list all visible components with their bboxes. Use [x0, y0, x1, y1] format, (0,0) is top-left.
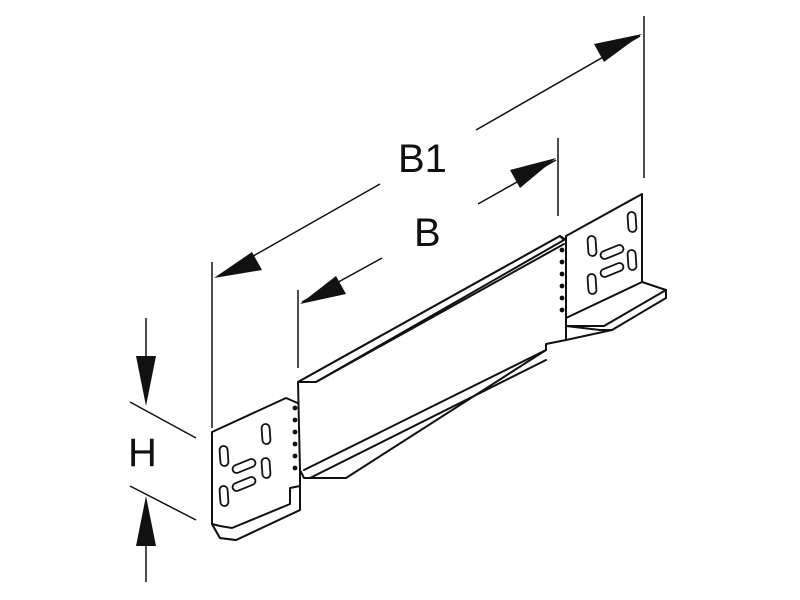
- dimension-b: B: [297, 138, 559, 368]
- b-label: B: [414, 211, 441, 255]
- b-right-arrow: [510, 158, 556, 188]
- dimension-b1: B1: [211, 16, 645, 428]
- left-plate-slots: [218, 423, 272, 507]
- dimension-h: H: [128, 318, 197, 582]
- h-label: H: [128, 431, 157, 475]
- reducer-connector-plate-icon: [211, 193, 667, 541]
- b1-left-arrow: [214, 252, 262, 278]
- b-left-arrow: [300, 276, 346, 304]
- right-perforation: [559, 247, 565, 313]
- b1-label: B1: [398, 137, 447, 181]
- left-perforation: [292, 405, 298, 471]
- right-plate-slots: [586, 211, 638, 295]
- h-bottom-arrow: [136, 496, 156, 546]
- h-top-arrow: [136, 356, 156, 406]
- b1-right-arrow: [594, 34, 642, 62]
